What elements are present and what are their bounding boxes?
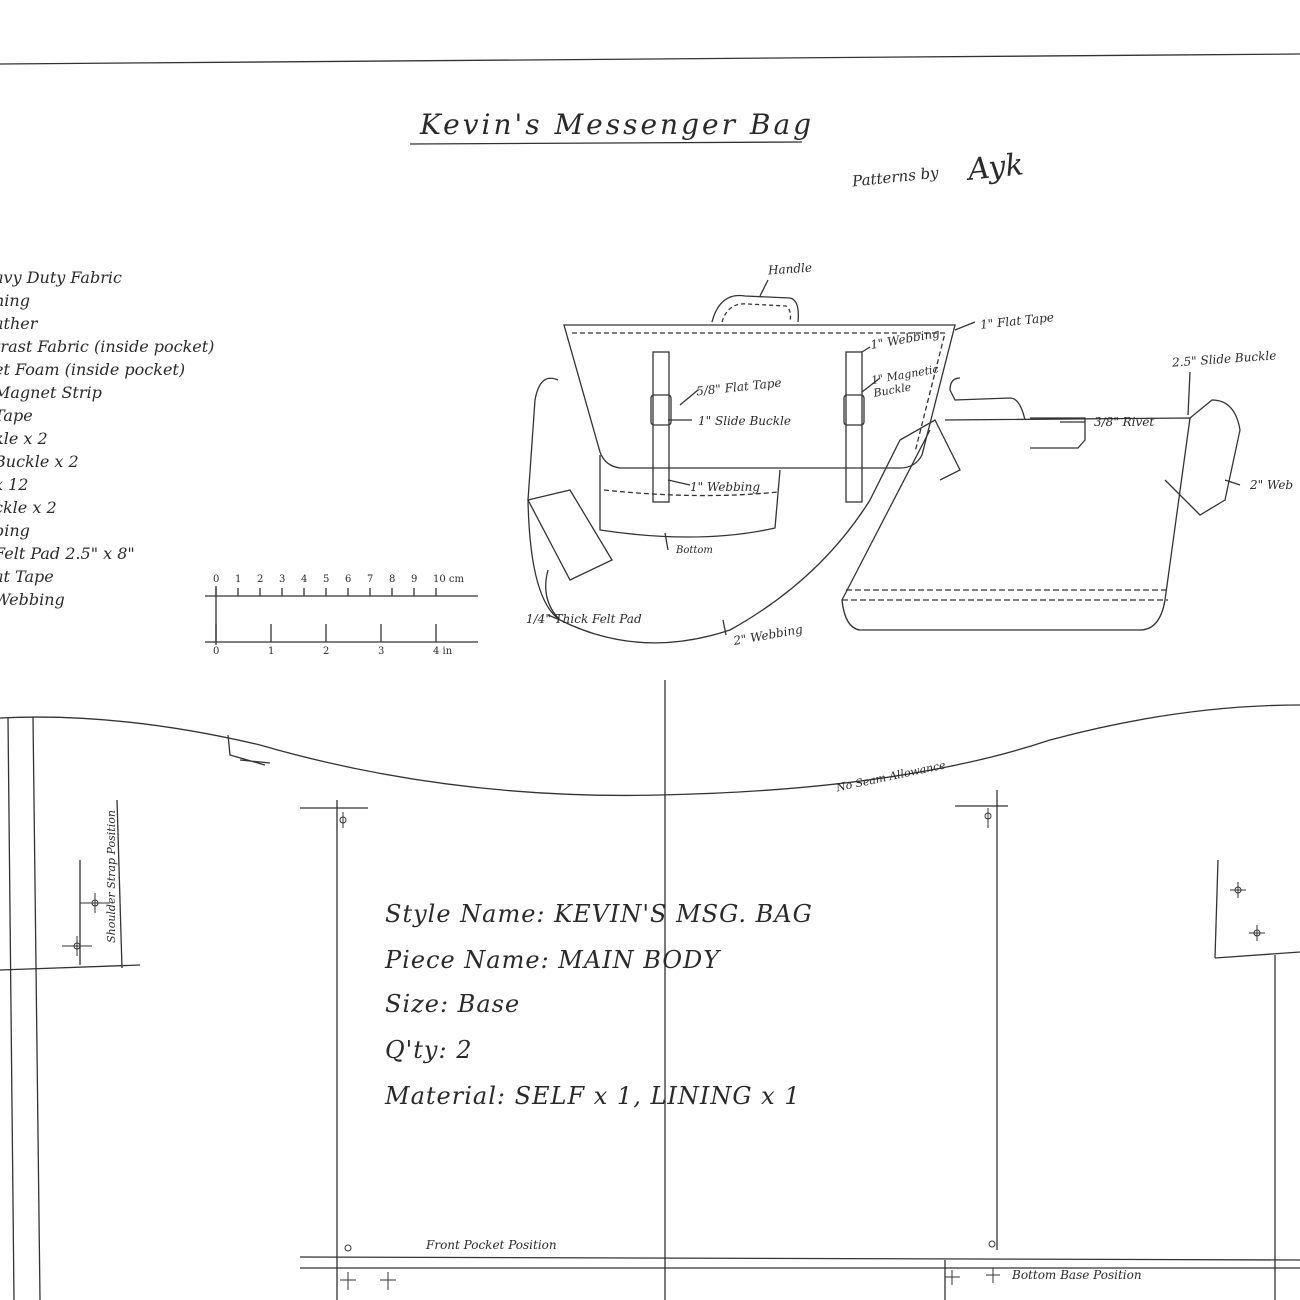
drill-hole-marks [62,808,1265,1290]
style-name: Style Name: KEVIN'S MSG. BAG [385,900,813,928]
material-item: Tape [0,406,33,425]
callout-webbing-bottom: 1" Webbing [690,480,761,494]
cm-tick-label: 0 [213,574,220,585]
callout-bottom: Bottom [676,545,713,556]
cm-tick-label: 3 [279,574,286,585]
piece-name: Piece Name: MAIN BODY [385,946,721,974]
material-item: Magnet Strip [0,383,102,402]
shoulder-strap-position-note: Shoulder Strap Position [104,810,118,943]
callout-webbing-right: 2" Web [1250,478,1294,492]
cm-tick-label: 8 [389,574,396,585]
front-pocket-position-note: Front Pocket Position [426,1238,557,1252]
material-item: bing [0,521,30,540]
cm-tick-label: 5 [323,574,330,585]
size: Size: Base [385,990,521,1018]
cm-tick-label: 2 [257,574,264,585]
cm-tick-label: 9 [411,574,418,585]
inch-tick-label: 1 [268,646,275,657]
quantity: Q'ty: 2 [385,1036,473,1064]
material-item: at Tape [0,567,54,586]
designer-signature: Ayk [966,147,1026,188]
material-item: x 12 [0,475,29,494]
material-item: ning [0,291,30,310]
cm-tick-label: 10 cm [433,574,464,585]
page-title: Kevin's Messenger Bag [420,108,815,141]
material-item: ckle x 2 [0,498,57,517]
inch-tick-label: 4 in [433,646,453,657]
cm-tick-label: 7 [367,574,374,585]
main-body-pattern [0,680,1300,1300]
top-border-line [0,53,1300,65]
material-item: avy Duty Fabric [0,268,122,287]
inch-tick-label: 3 [378,646,385,657]
messenger-bag-sketch [527,279,1241,644]
cm-tick-label: 1 [235,574,242,585]
material-item: Buckle x 2 [0,452,79,471]
inch-tick-label: 0 [213,646,220,657]
material-item: Webbing [0,590,65,609]
material-item: trast Fabric (inside pocket) [0,337,215,356]
material-item: et Foam (inside pocket) [0,360,186,379]
ruler [205,586,478,645]
cm-tick-label: 6 [345,574,352,585]
callout-rivet: 3/8" Rivet [1094,415,1155,429]
material-item: Felt Pad 2.5" x 8" [0,544,135,563]
title-underline [409,141,803,145]
callout-slide-buckle: 1" Slide Buckle [698,414,791,428]
cm-tick-label: 4 [301,574,308,585]
inch-tick-label: 2 [323,646,330,657]
callout-felt-pad: 1/4" Thick Felt Pad [526,612,642,626]
bottom-base-position-note: Bottom Base Position [1012,1268,1142,1282]
material: Material: SELF x 1, LINING x 1 [385,1082,801,1110]
material-item: ather [0,314,38,333]
material-item: kle x 2 [0,429,48,448]
